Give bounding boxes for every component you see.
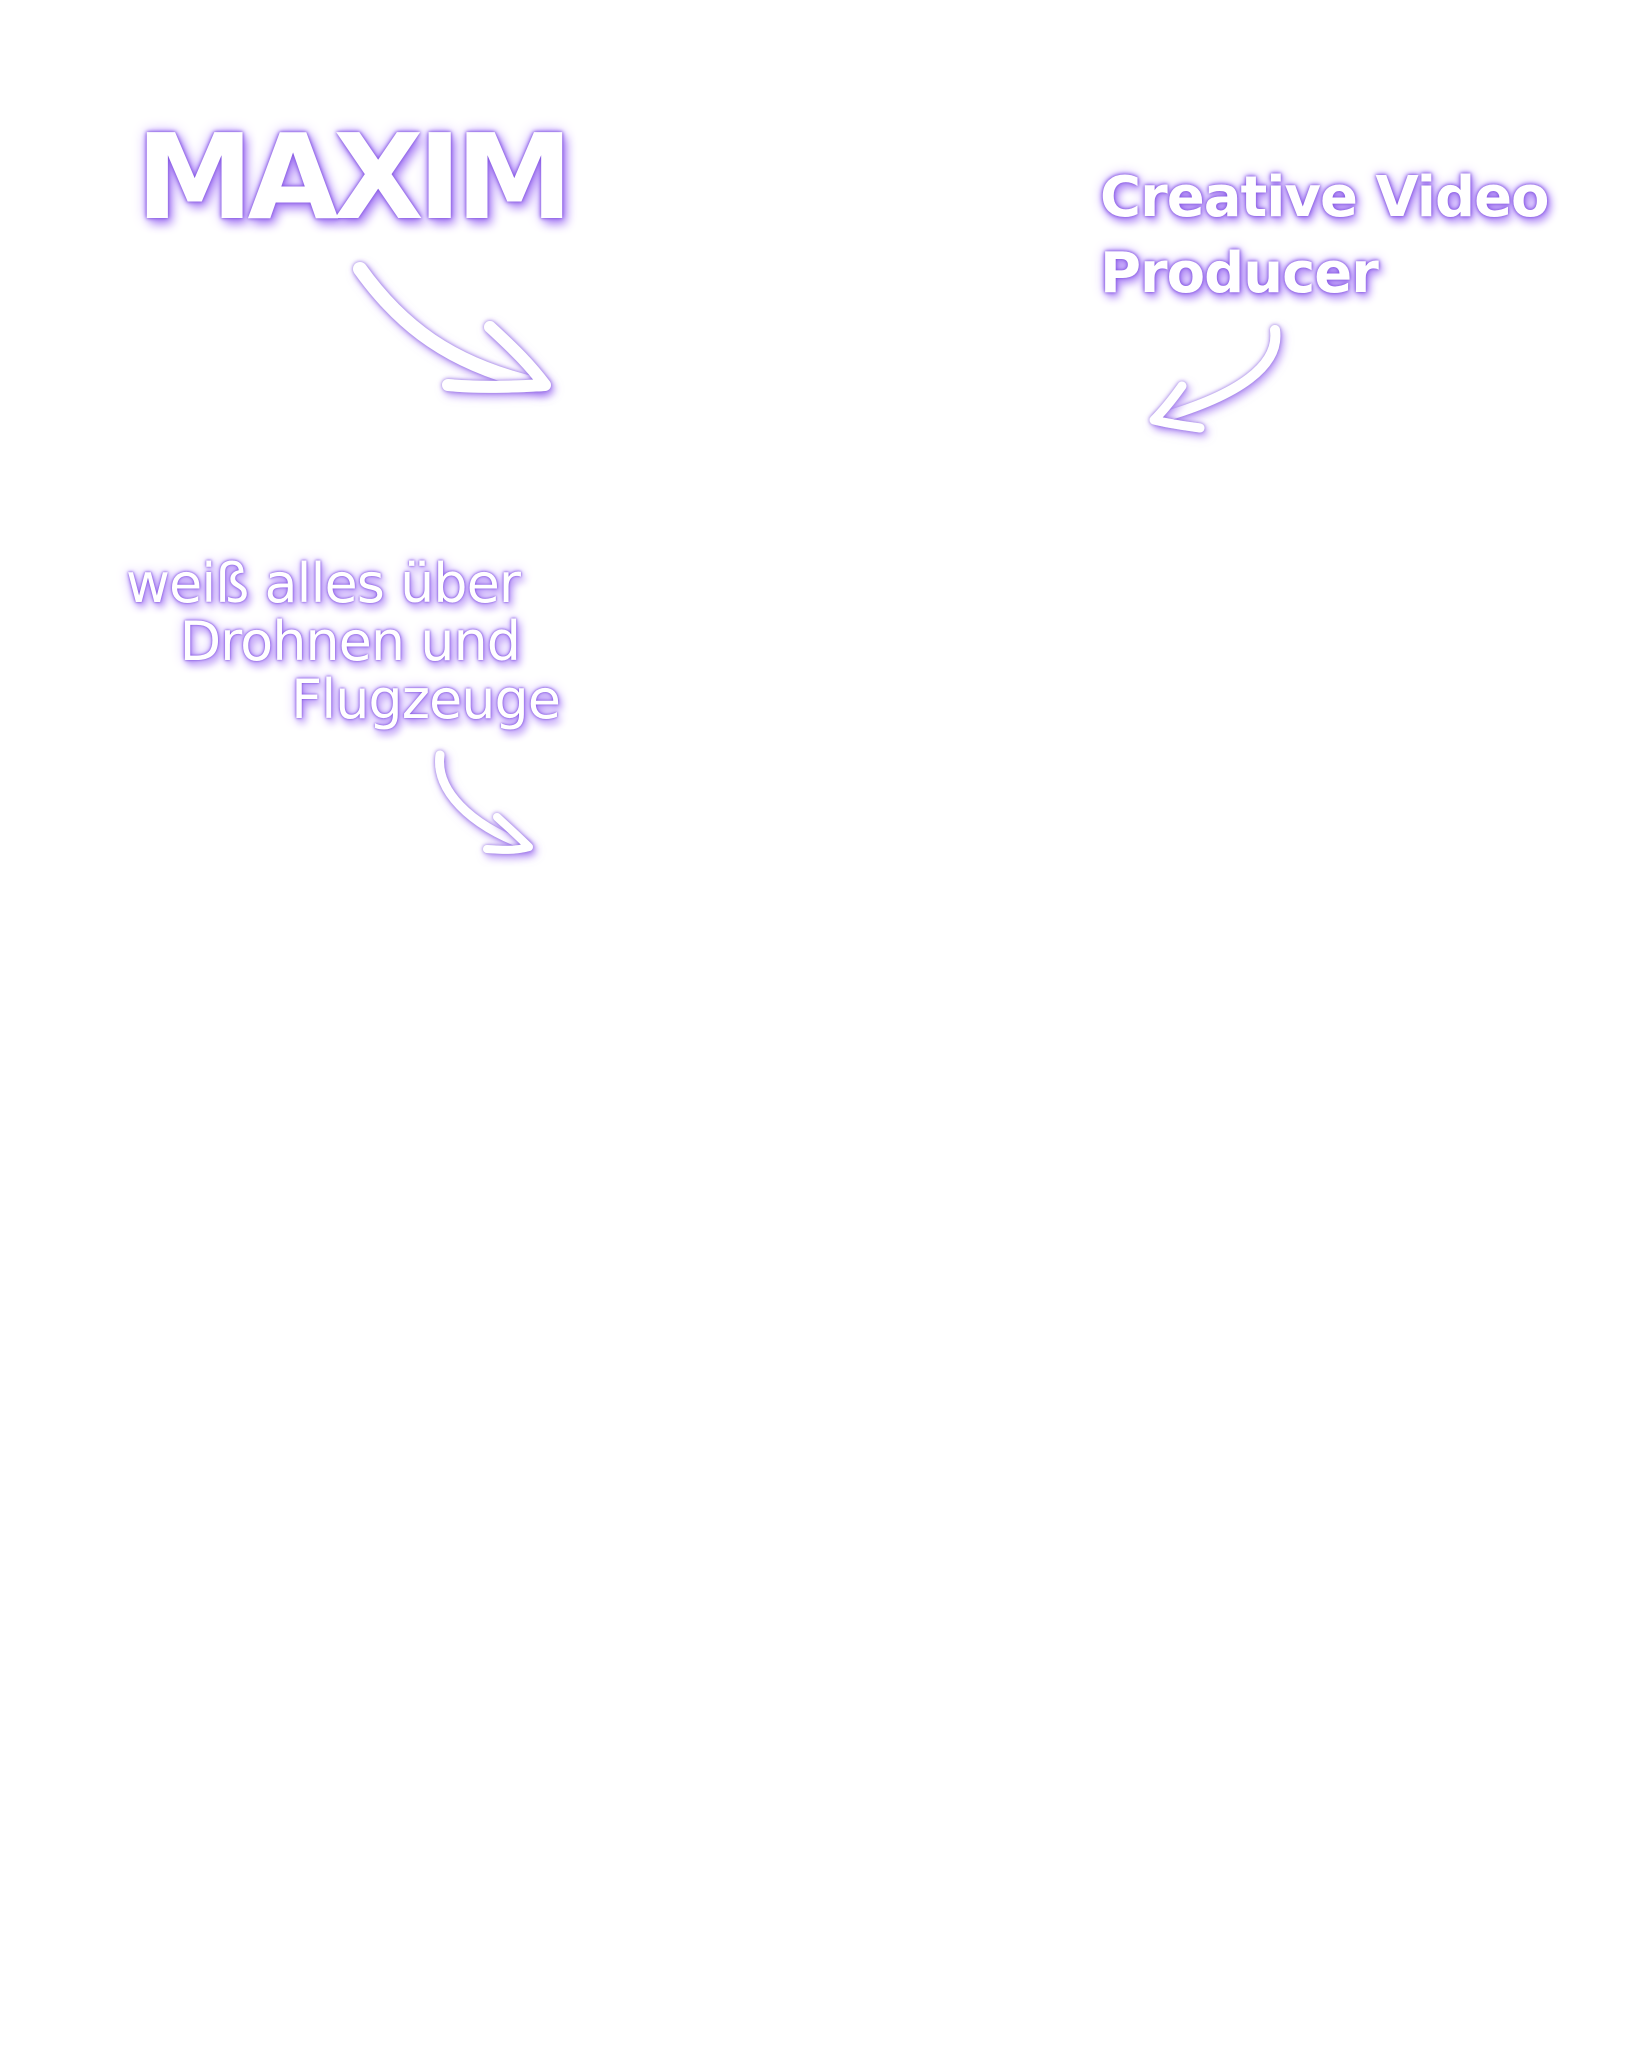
arrow-right-down-icon bbox=[353, 262, 551, 393]
arrow-left-down-icon bbox=[1149, 325, 1281, 433]
fact-line-3: Flugzeuge bbox=[291, 668, 561, 731]
arrow-curved-down-icon bbox=[435, 750, 533, 854]
role-line-1: Creative Video bbox=[1100, 165, 1550, 230]
role-line-2: Producer bbox=[1100, 241, 1379, 306]
role-caption: Creative Video Producer bbox=[1100, 160, 1550, 312]
fact-line-2: Drohnen und bbox=[179, 610, 521, 673]
fact-caption: weiß alles über Drohnen und Flugzeuge bbox=[100, 552, 561, 731]
name-title: MAXIM bbox=[136, 108, 573, 246]
fact-line-1: weiß alles über bbox=[125, 552, 521, 615]
